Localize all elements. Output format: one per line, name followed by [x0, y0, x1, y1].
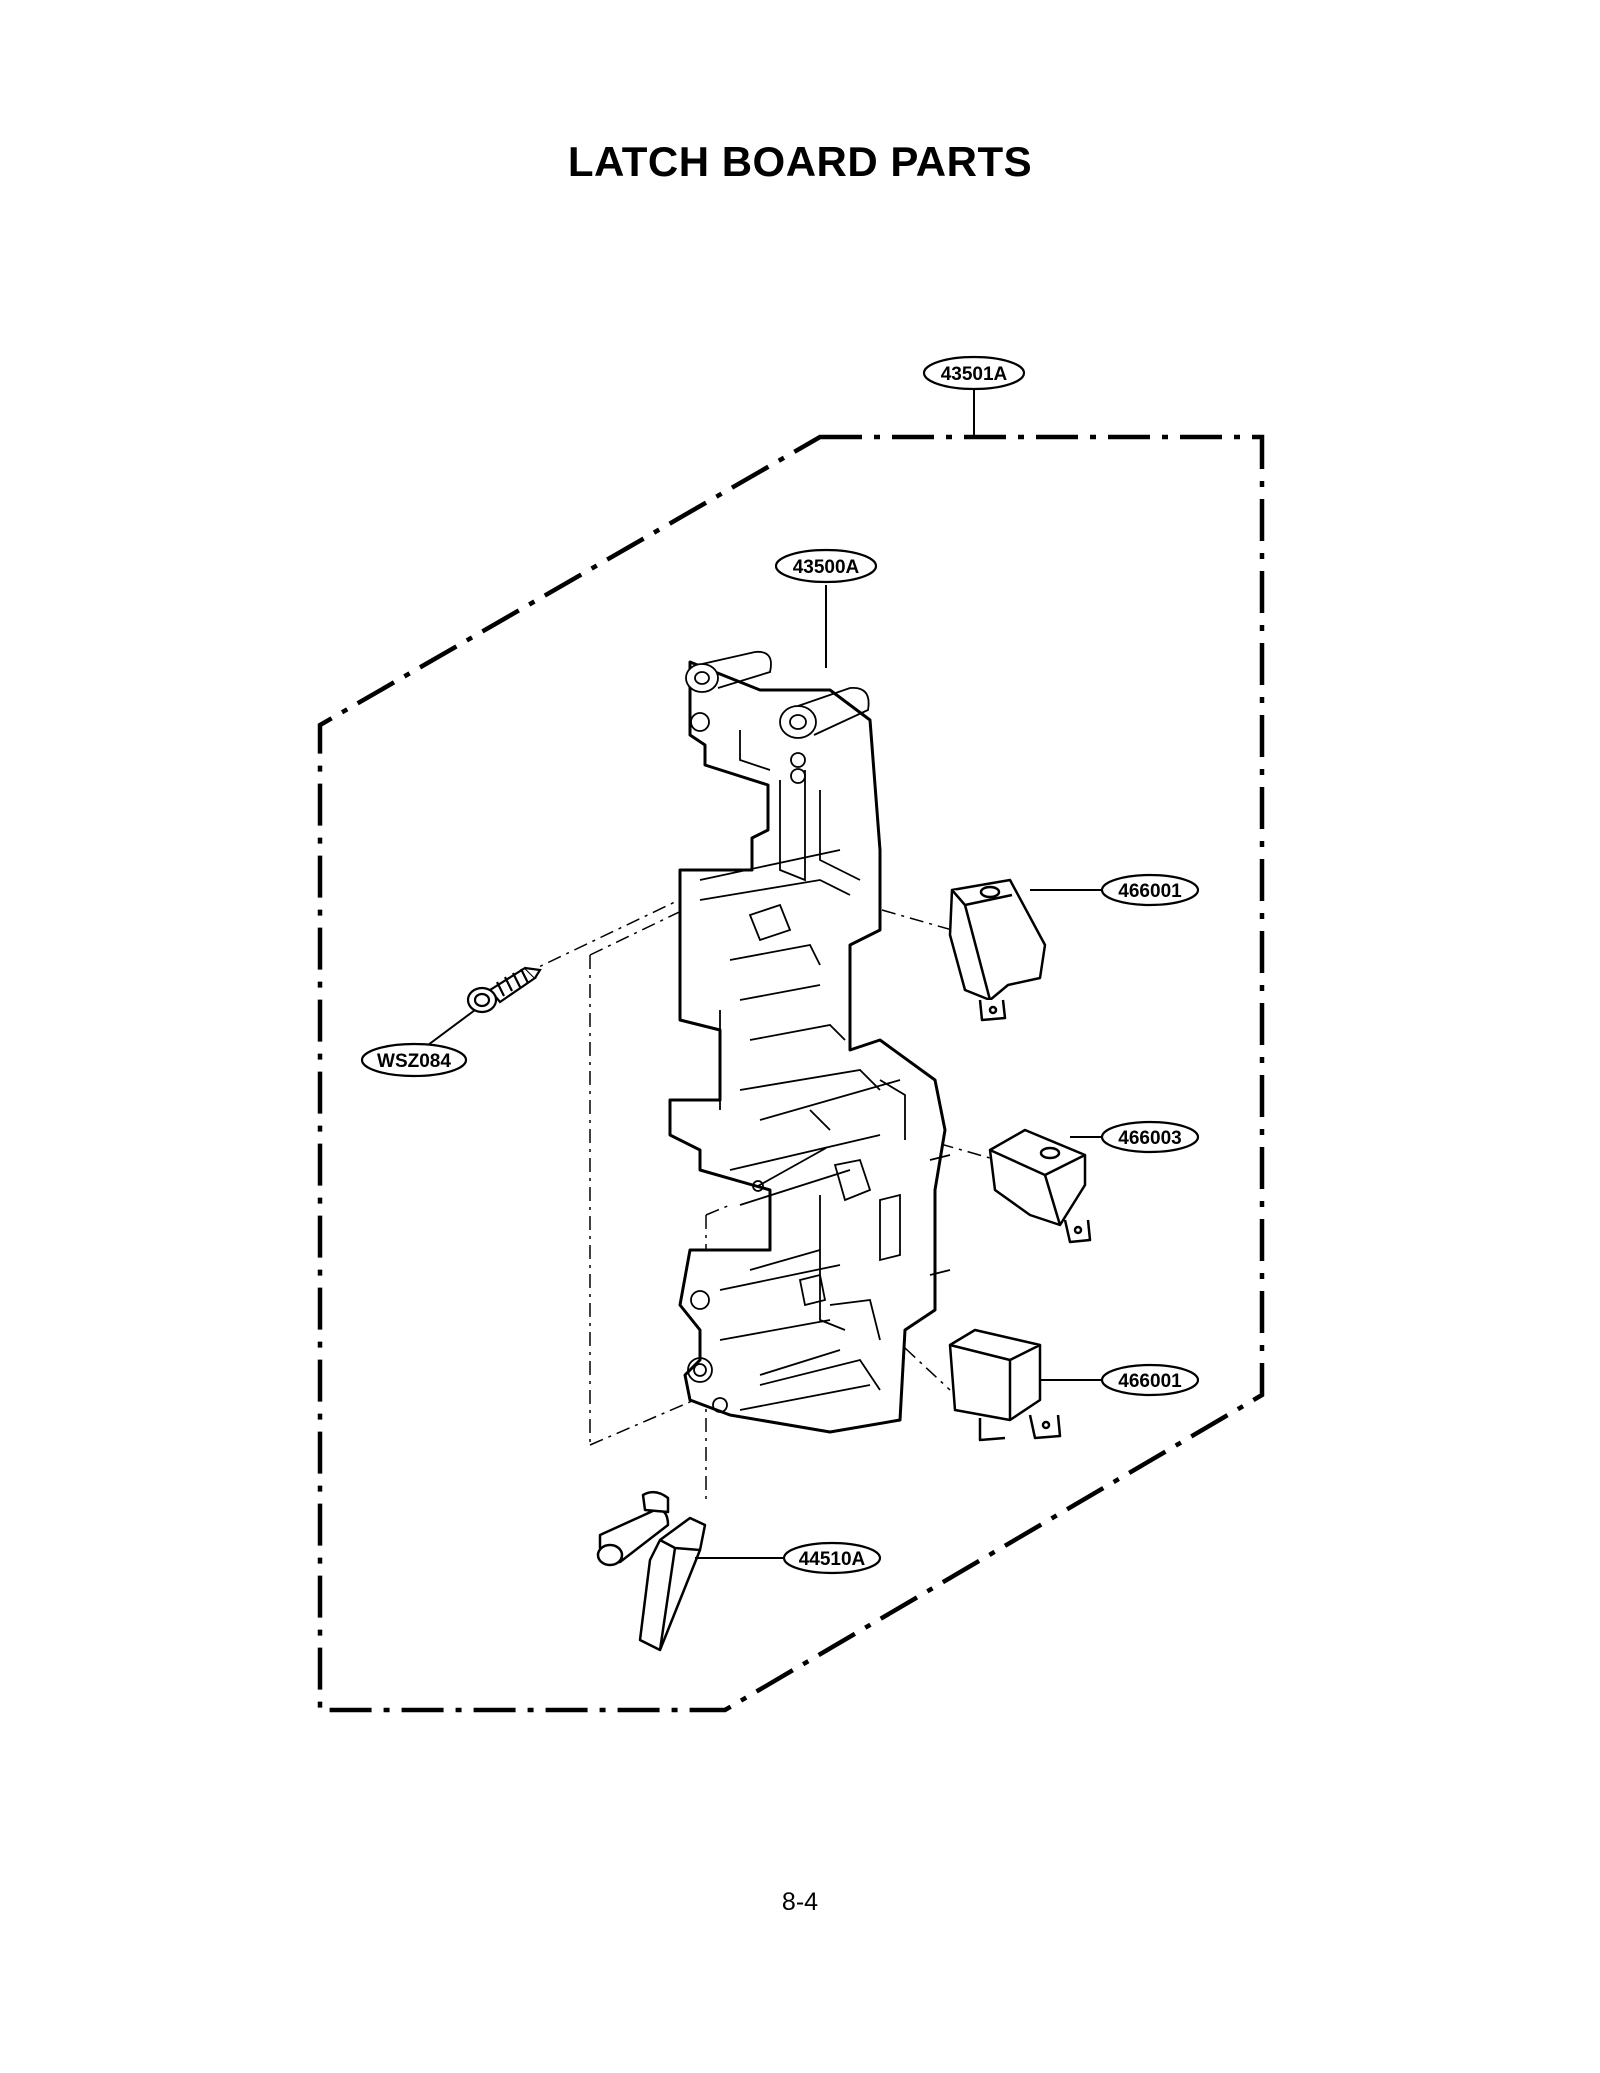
- svg-text:466001: 466001: [1118, 1371, 1182, 1392]
- svg-text:466001: 466001: [1118, 881, 1182, 902]
- svg-text:43501A: 43501A: [941, 364, 1008, 385]
- page-number: 8-4: [781, 1888, 819, 1916]
- microswitch-lower-part: [948, 1328, 1062, 1442]
- svg-text:43500A: 43500A: [793, 557, 860, 578]
- microswitch-middle-part: [988, 1128, 1092, 1244]
- screw-part: [466, 966, 542, 1014]
- assembly-boundary: [317, 434, 1265, 1713]
- svg-text:44510A: 44510A: [799, 1549, 866, 1570]
- callout-leader-lines: [427, 389, 1105, 1559]
- page-title: LATCH BOARD PARTS: [567, 138, 1033, 185]
- callout-43500a: 43500A: [774, 548, 878, 584]
- part-number-callouts: 43501A 43500A 466001 466003 466001 WSZ08…: [360, 355, 1200, 1575]
- assembly-guide-lines: [521, 889, 991, 1500]
- microswitch-upper-part: [948, 878, 1047, 1022]
- callout-466003: 466003: [1100, 1120, 1200, 1154]
- callout-43501a: 43501A: [922, 355, 1026, 391]
- callout-466001-upper: 466001: [1100, 873, 1200, 907]
- callout-466001-lower: 466001: [1100, 1363, 1200, 1397]
- latch-board-details: [685, 650, 951, 1413]
- callout-wsz084: WSZ084: [360, 1042, 468, 1078]
- callout-44510a: 44510A: [782, 1541, 882, 1575]
- latch-board-part: [668, 660, 947, 1434]
- svg-text:466003: 466003: [1118, 1128, 1181, 1149]
- svg-text:WSZ084: WSZ084: [377, 1051, 451, 1072]
- lever-part: [596, 1490, 707, 1652]
